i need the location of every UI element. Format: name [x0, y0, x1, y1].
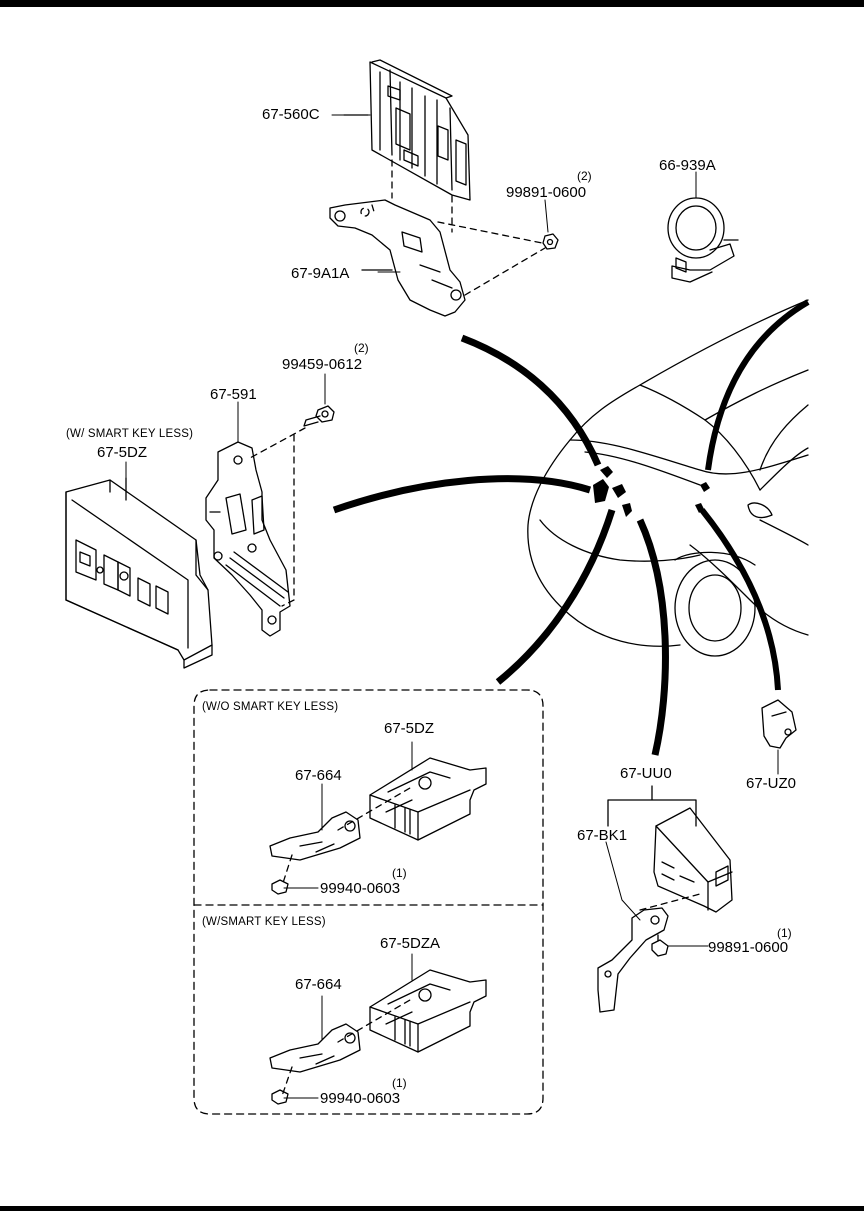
bottom-border-bar	[0, 1206, 864, 1211]
part-label-67-UU0[interactable]: 67-UU0	[620, 765, 672, 782]
vehicle-outline	[527, 299, 809, 657]
part-67-5DZ-module-drawing	[65, 477, 213, 669]
part-label-66-939A[interactable]: 66-939A	[659, 157, 716, 174]
part-qty-99459-0612: (2)	[354, 341, 369, 355]
w-variant-screw-drawing	[271, 1089, 289, 1105]
part-qty-99891-0600-b: (1)	[777, 926, 792, 940]
part-label-67-5DZA[interactable]: 67-5DZA	[380, 935, 441, 952]
part-67-591-drawing	[205, 441, 291, 637]
part-67-9A1A-alignment-lines	[360, 159, 546, 296]
part-label-99891-0600-a[interactable]: 99891-0600	[506, 184, 587, 201]
part-label-67-9A1A[interactable]: 67-9A1A	[291, 265, 350, 282]
part-label-99459-0612[interactable]: 99459-0612	[282, 356, 363, 373]
w-variant-module-drawing	[369, 969, 487, 1053]
part-67-591-alignment-lines	[249, 427, 306, 607]
part-note-67-5DZ-smart-key: (W/ SMART KEY LESS)	[66, 428, 194, 440]
part-99459-0612-bolt-drawing	[303, 405, 335, 427]
wo-variant-alignment-lines	[281, 787, 411, 887]
part-label-99940-0603-wo[interactable]: 99940-0603	[320, 880, 401, 897]
part-label-99940-0603-w[interactable]: 99940-0603	[320, 1090, 401, 1107]
leader-lines	[332, 299, 810, 756]
part-qty-99940-0603-w: (1)	[392, 1076, 407, 1090]
part-67-BK1-drawing	[597, 907, 669, 1013]
part-67-9A1A-drawing	[329, 199, 466, 317]
part-99891-0600-nut-b-drawing	[651, 939, 669, 957]
variant-enclosure	[193, 689, 544, 1115]
part-label-67-UZ0[interactable]: 67-UZ0	[746, 775, 797, 792]
wo-variant-screw-drawing	[271, 879, 289, 895]
part-67-UU0-leader	[607, 785, 697, 827]
part-label-67-664-w[interactable]: 67-664	[295, 976, 342, 993]
part-label-67-591[interactable]: 67-591	[210, 386, 257, 403]
part-66-939A-drawing	[667, 197, 739, 283]
wo-variant-bracket-drawing	[269, 811, 361, 861]
part-label-67-5DZ-wo[interactable]: 67-5DZ	[384, 720, 435, 737]
variant-label-wo-smart-key: (W/O SMART KEY LESS)	[202, 701, 339, 713]
part-67-560C-drawing	[343, 59, 471, 201]
part-99891-0600-nut-drawing	[542, 233, 559, 250]
part-label-67-BK1[interactable]: 67-BK1	[577, 827, 628, 844]
part-label-99891-0600-b[interactable]: 99891-0600	[708, 939, 789, 956]
top-border-bar	[0, 0, 864, 7]
wo-variant-module-drawing	[369, 757, 487, 841]
part-67-UU0-drawing	[653, 807, 733, 913]
part-67-UZ0-drawing	[761, 699, 797, 749]
part-label-67-664-wo[interactable]: 67-664	[295, 767, 342, 784]
vehicle-location-markers	[593, 466, 710, 517]
part-label-67-5DZ-smart-key[interactable]: 67-5DZ	[97, 444, 148, 461]
part-qty-99891-0600-a: (2)	[577, 169, 592, 183]
label-leaders	[125, 114, 779, 1099]
part-label-67-560C[interactable]: 67-560C	[262, 106, 320, 123]
variant-label-w-smart-key: (W/SMART KEY LESS)	[202, 916, 326, 928]
w-variant-bracket-drawing	[269, 1023, 361, 1073]
part-qty-99940-0603-wo: (1)	[392, 866, 407, 880]
